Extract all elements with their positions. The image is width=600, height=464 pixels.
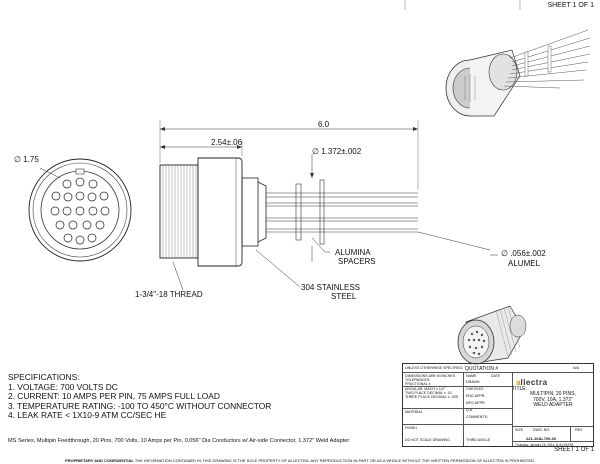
specifications-block: SPECIFICATIONS: 1. VOLTAGE: 700 VOLTS DC… — [8, 372, 272, 421]
title-block: UNLESS OTHERWISE SPECIFIED: QUOTATION # … — [402, 363, 594, 447]
tb-tol: TOLERANCES: — [405, 378, 431, 383]
spec-item: 4. LEAK RATE < 1X10-9 ATM CC/SEC HE — [8, 410, 167, 421]
tb-checked: CHECKED — [466, 387, 484, 391]
tb-dims-in: DIMENSIONS ARE IN INCHES — [405, 374, 456, 378]
tb-mfg-appr: MFG APPR. — [466, 401, 486, 405]
tb-material: MATERIAL — [405, 410, 423, 414]
footer-bold: PROPRIETARY AND CONFIDENTIAL — [64, 458, 134, 463]
tb-title: MULTIPIN, 20 PINS, 700V, 10A, 1.372" WEL… — [512, 391, 594, 409]
isometric-view-front — [457, 305, 527, 365]
tb-drawing-number: 221-10AL700-20 — [526, 436, 557, 441]
footer-text: THE INFORMATION CONTAINED IN THIS DRAWIN… — [134, 458, 536, 463]
tb-title-line: WELD ADAPTER — [533, 402, 573, 409]
spec-item: 2. CURRENT: 10 AMPS PER PIN, 75 AMPS FUL… — [8, 391, 220, 402]
specifications-title: SPECIFICATIONS: — [8, 372, 80, 382]
material-label-line1: 304 STAINLESS — [301, 283, 360, 292]
tb-drawn: DRAWN — [466, 380, 480, 384]
isometric-view-rear — [445, 29, 591, 117]
tb-finish: FINISH — [405, 426, 417, 430]
tb-two-place: TWO PLACE DECIMAL ± .01 — [405, 390, 452, 395]
spacers-label-line1: ALUMINA — [335, 248, 371, 257]
tb-size: SIZE — [515, 428, 523, 432]
dim-body-length: 2.54±.06 — [211, 138, 243, 147]
tb-rev: REV — [575, 428, 583, 432]
footer-notice: PROPRIETARY AND CONFIDENTIAL THE INFORMA… — [0, 458, 600, 463]
pin-pattern — [50, 177, 110, 245]
pin-material-label: ALUMEL — [508, 259, 541, 268]
tb-angular: ANGULAR: MACH ± 1/2° — [405, 386, 446, 391]
tb-unless: UNLESS OTHERWISE SPECIFIED: — [405, 366, 464, 370]
tb-eng-appr: ENG APPR. — [466, 394, 486, 398]
tb-do-not-scale: DO NOT SCALE DRAWING — [405, 438, 450, 442]
dim-pin-diameter: ∅ .056±.002 — [501, 249, 546, 258]
tb-dwg-no-label: DWG. NO. — [533, 428, 551, 432]
dim-weld-diameter: ∅ 1.372±.002 — [312, 147, 362, 156]
material-label-line2: STEEL — [331, 292, 357, 301]
tb-quotation: QUOTATION # — [465, 366, 499, 372]
thread-spec-label: 1-3/4"-18 THREAD — [135, 290, 203, 299]
connector-face-view — [28, 158, 132, 262]
sheet-number-top: SHEET 1 OF 1 — [547, 2, 594, 9]
tb-na: N/A — [573, 366, 579, 370]
tb-title-line: MULTIPIN, 20 PINS, — [530, 391, 576, 397]
tb-name-col: NAME — [466, 374, 477, 378]
tb-three-place: THREE PLACE DECIMAL ± .005 — [405, 395, 458, 400]
dim-face-diameter: ∅ 1.75 — [14, 155, 39, 164]
tb-qa: Q.A. — [466, 408, 474, 412]
spacers-label-line2: SPACERS — [338, 257, 376, 266]
tb-tolerances: DIMENSIONS ARE IN INCHES TOLERANCES: FRA… — [405, 374, 461, 399]
tb-date-col: DATE — [491, 374, 501, 378]
dim-overall-length: 6.0 — [318, 120, 330, 129]
sheet-number-bottom: SHEET 1 OF 1 — [554, 447, 594, 453]
tb-frac: FRACTIONAL ± — [405, 382, 431, 387]
tb-title-head: TITLE: — [512, 386, 528, 392]
connector-side-view — [159, 120, 498, 291]
logo-a: a — [516, 378, 521, 387]
tb-title-line: 700V, 10A, 1.372" — [533, 396, 573, 403]
part-description: MS Series, Multipin Feedthrough, 20 Pins… — [8, 438, 350, 444]
spec-item: 1. VOLTAGE: 700 VOLTS DC — [8, 381, 118, 392]
logo-rest: llectra — [520, 378, 548, 387]
tb-third-angle: THIRD ANGLE — [466, 438, 490, 442]
spec-item: 3. TEMPERATURE RATING: -100 TO 450°C WIT… — [8, 400, 272, 411]
company-logo: allectra — [516, 378, 548, 387]
tb-print-date: Thursday, January 16, 2014 11:51:06 PM — [515, 443, 574, 447]
tb-comments: COMMENTS: — [466, 415, 488, 419]
